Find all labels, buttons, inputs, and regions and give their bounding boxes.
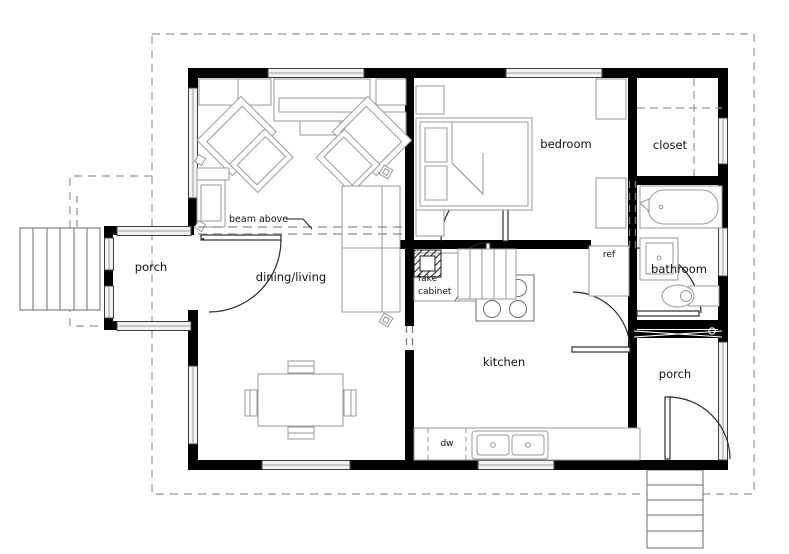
closet-shelving [637, 78, 722, 176]
label-fake-cabinet-line2: cabinet [418, 287, 452, 297]
living-room-furniture [193, 78, 413, 328]
label-porch-right: porch [659, 367, 691, 381]
bedroom-furniture [415, 78, 627, 237]
dining-table-set [244, 360, 357, 440]
cased-opening-closet [628, 176, 637, 248]
door-porch-to-living[interactable] [200, 234, 282, 313]
label-bedroom: bedroom [540, 137, 591, 151]
utility-hatch-square [413, 249, 442, 278]
cased-opening-kitchen [405, 326, 414, 350]
label-fake-cabinet-line1: fake [418, 274, 438, 284]
exterior-stair-right [646, 469, 704, 549]
label-dining-living: dining/living [256, 270, 326, 284]
label-bathroom: bathroom [651, 262, 707, 276]
label-dishwasher: dw [440, 439, 453, 449]
label-kitchen: kitchen [483, 355, 525, 369]
door-porch-exterior[interactable] [664, 396, 731, 460]
beam-above-leader [286, 218, 313, 230]
label-porch-left: porch [135, 260, 167, 274]
windows [104, 68, 728, 470]
exterior-stair-left [19, 227, 101, 311]
bathroom-fixtures [639, 185, 723, 308]
label-closet: closet [653, 138, 688, 152]
beam-above-line [198, 226, 405, 235]
label-refrigerator: ref [603, 250, 616, 260]
porch-railing [633, 327, 723, 338]
door-kitchen-to-porch[interactable] [571, 291, 631, 353]
interior-stair-run [457, 248, 517, 300]
beam-above-label: beam above [229, 214, 288, 225]
